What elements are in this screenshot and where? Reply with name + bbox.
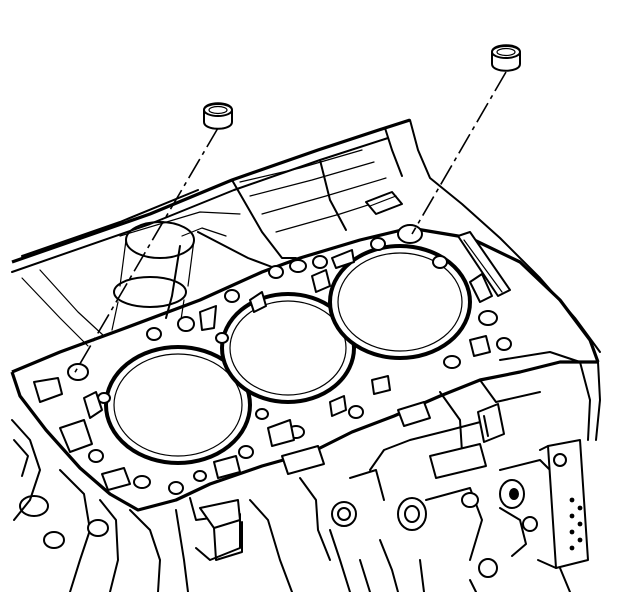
- block-valley: [111, 221, 195, 331]
- cylinder-bore-1: [104, 345, 252, 465]
- gasket-holes: [33, 191, 512, 495]
- block-front-face: [11, 419, 561, 592]
- dowel-pin-right: [411, 44, 521, 235]
- block-right-side: [429, 351, 601, 592]
- dowel-pin-left: [73, 102, 233, 375]
- block-rear-rim: [11, 118, 601, 353]
- cylinder-bore-3: [328, 244, 472, 360]
- cylinder-bore-2: [220, 292, 356, 404]
- head-gasket: [10, 226, 600, 512]
